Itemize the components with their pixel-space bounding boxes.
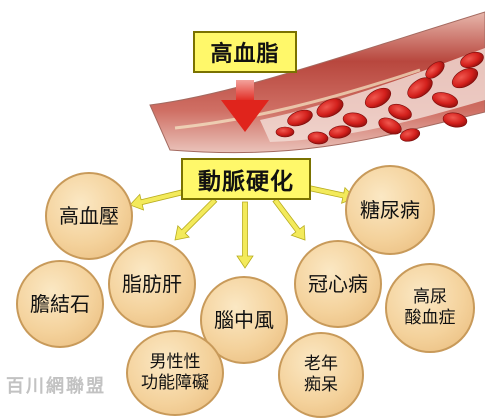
blood-cell (275, 126, 295, 138)
diagram-canvas (129, 11, 485, 269)
red-down-arrow (221, 80, 269, 132)
label-stroke: 腦中風 (214, 307, 274, 332)
watermark: 百川網聯盟 (6, 376, 106, 397)
blood-cell (328, 125, 352, 139)
circle-fatty-liver: 脂肪肝 (108, 240, 196, 328)
blood-cell (432, 92, 458, 108)
center-atherosclerosis: 動脈硬化 (181, 158, 311, 200)
circle-hypertension: 高血壓 (45, 172, 133, 260)
circle-gallstones: 膽結石 (16, 260, 104, 348)
circle-diabetes: 糖尿病 (345, 165, 435, 255)
label-diabetes: 糖尿病 (360, 197, 420, 222)
plaque-streak (174, 68, 421, 130)
blood-cell (307, 131, 329, 145)
label-gallstones: 膽結石 (30, 291, 90, 316)
blood-vessel-illustration (149, 11, 485, 154)
blood-cell (399, 128, 421, 142)
title-hyperlipidemia: 高血脂 (193, 31, 297, 73)
label-fatty-liver: 脂肪肝 (122, 271, 182, 296)
blood-cell (316, 98, 344, 118)
blood-cell (287, 109, 313, 127)
yellow-arrow (236, 201, 254, 269)
blood-cell (407, 77, 433, 99)
blood-cell (451, 67, 479, 89)
label-dementia: 老年 痴呆 (304, 353, 338, 395)
yellow-arrow (272, 197, 306, 241)
label-coronary: 冠心病 (308, 271, 368, 296)
label-hypertension: 高血壓 (59, 203, 119, 228)
blood-cell (388, 103, 412, 121)
blood-cell (460, 51, 484, 69)
blood-cell (442, 112, 468, 128)
circle-coronary: 冠心病 (294, 240, 382, 328)
circle-sexual-dysfunction: 男性性 功能障礙 (126, 330, 224, 416)
blood-cell (378, 117, 402, 135)
circle-hyperuricemia: 高尿 酸血症 (385, 263, 475, 353)
yellow-arrow (174, 197, 218, 241)
blood-cell (364, 87, 392, 109)
circle-dementia: 老年 痴呆 (278, 332, 364, 418)
blood-cell (342, 112, 368, 128)
label-hyperuricemia: 高尿 酸血症 (404, 286, 456, 328)
label-sexual-dysfunction: 男性性 功能障礙 (141, 351, 209, 393)
blood-cell (425, 61, 445, 79)
blood-cells (275, 51, 484, 145)
